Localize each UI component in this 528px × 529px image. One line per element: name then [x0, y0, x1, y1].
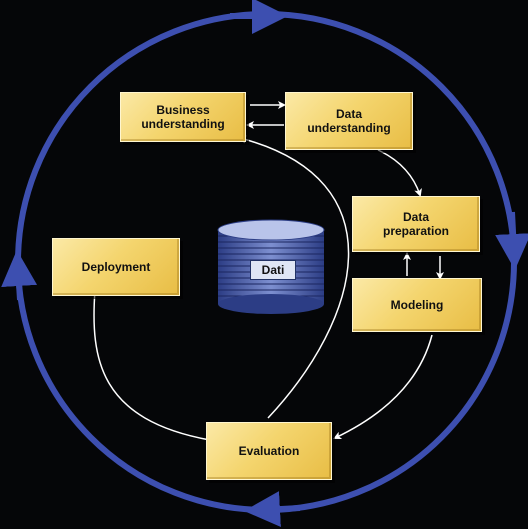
phase-data-understanding-label: Data understanding — [307, 107, 391, 135]
cycle-arrow-bottom — [244, 491, 301, 528]
cycle-arrow-left — [1, 250, 38, 301]
arrow-evaluation-to-business — [238, 135, 350, 419]
phase-evaluation-label: Evaluation — [238, 444, 300, 458]
arrow-to-data-preparation — [377, 149, 422, 197]
cycle-arrow-right — [495, 211, 528, 270]
flow-arrows — [90, 101, 444, 441]
phase-data-preparation-label: Data preparation — [382, 210, 449, 238]
phase-data-preparation: Data preparation — [352, 196, 480, 252]
phase-deployment: Deployment — [52, 238, 180, 296]
phase-deployment-label: Deployment — [81, 260, 151, 274]
phase-business-understanding-label: Business understanding — [141, 103, 225, 131]
arrow-modeling-to-evaluation — [333, 334, 433, 440]
database-label: Dati — [250, 260, 296, 280]
arrow-evaluation-to-deployment — [90, 288, 211, 441]
phase-modeling-label: Modeling — [390, 298, 444, 312]
phase-modeling: Modeling — [352, 278, 482, 332]
phase-business-understanding: Business understanding — [120, 92, 246, 142]
phase-data-understanding: Data understanding — [285, 92, 413, 150]
phase-evaluation: Evaluation — [206, 422, 332, 480]
